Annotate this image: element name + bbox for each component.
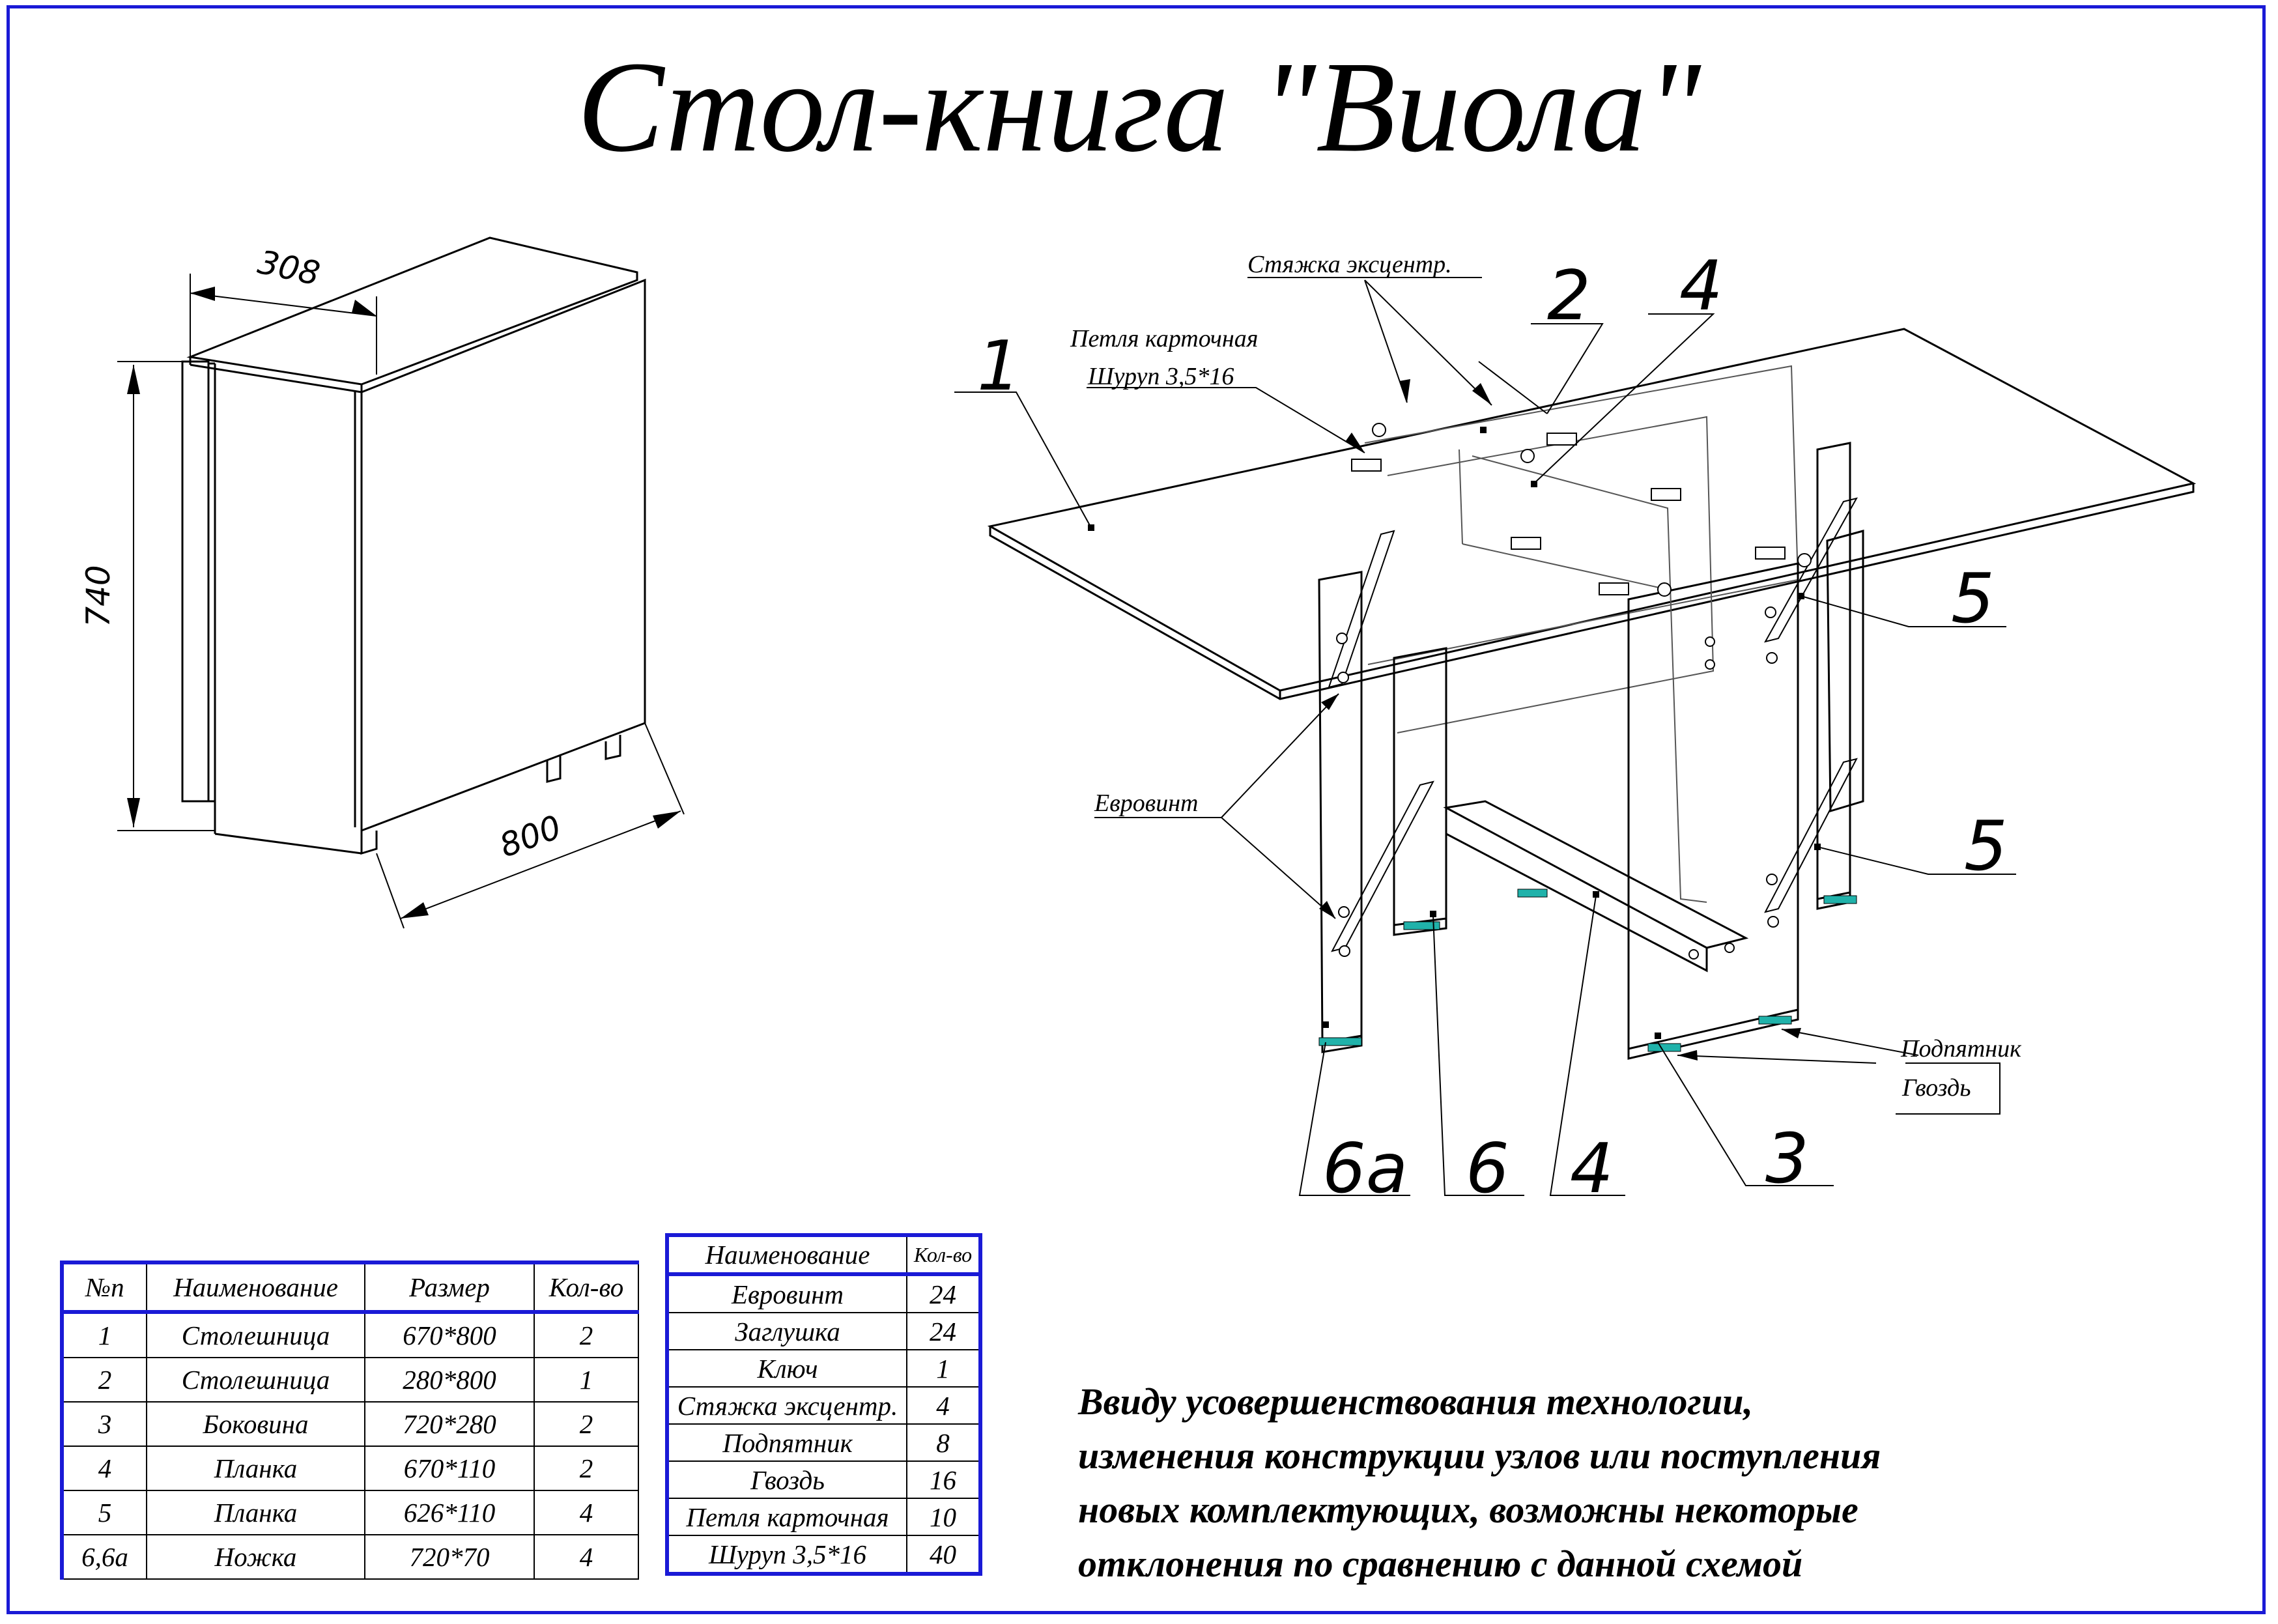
label-eccentric-tie: Стяжка эксцентр. bbox=[1247, 251, 1452, 278]
parts-col-size: Размер bbox=[364, 1262, 535, 1314]
label-nail: Гвоздь bbox=[1901, 1074, 1971, 1102]
callout-4-bottom: 4 bbox=[1570, 1129, 1614, 1208]
parts-col-number: №п bbox=[61, 1262, 147, 1314]
drawing-frame bbox=[7, 5, 2266, 1614]
label-card-hinge: Петля карточная bbox=[1070, 325, 1258, 352]
label-screw: Шуруп 3,5*16 bbox=[1087, 363, 1234, 390]
callout-3: 3 bbox=[1765, 1119, 1809, 1199]
parts-col-name: Наименование bbox=[146, 1262, 365, 1314]
callout-5-upper: 5 bbox=[1951, 559, 1995, 638]
hardware-col-qty: Кол-во bbox=[906, 1234, 981, 1276]
note-line: новых комплектующих, возможны некоторые bbox=[1078, 1489, 1858, 1531]
hardware-table-header: Наименование Кол-во bbox=[666, 1234, 981, 1276]
foot-pad-6a bbox=[1318, 1037, 1362, 1046]
dim-height-label: 740 bbox=[79, 565, 117, 627]
callout-4-top: 4 bbox=[1679, 246, 1723, 326]
callout-6: 6 bbox=[1466, 1129, 1509, 1208]
drawing-title: Стол-книга "Виола" bbox=[577, 35, 1701, 179]
stretcher-4 bbox=[1443, 800, 1749, 949]
table-row: Стяжка эксцентр.4 bbox=[666, 1386, 981, 1425]
label-eurovint: Евровинт bbox=[1094, 790, 1199, 817]
callout-2: 2 bbox=[1547, 256, 1591, 335]
label-foot-pad: Подпятник bbox=[1900, 1035, 2022, 1062]
parts-col-qty: Кол-во bbox=[534, 1262, 639, 1314]
note-line: Ввиду усовершенствования технологии, bbox=[1078, 1380, 1753, 1423]
hardware-col-name: Наименование bbox=[666, 1234, 907, 1276]
note-line: отклонения по сравнению с данной схемой bbox=[1078, 1543, 1803, 1585]
callout-6a: 6а bbox=[1322, 1129, 1408, 1208]
parts-table-header: №п Наименование Размер Кол-во bbox=[61, 1262, 639, 1314]
callout-5-lower: 5 bbox=[1964, 806, 2008, 886]
disclaimer-note: Ввиду усовершенствования технологии, изм… bbox=[1078, 1375, 1886, 1591]
folded-top-panel bbox=[186, 236, 638, 386]
note-line: изменения конструкции узлов или поступле… bbox=[1078, 1434, 1881, 1477]
callout-1: 1 bbox=[977, 326, 1021, 406]
folded-end-leaf bbox=[181, 360, 210, 803]
